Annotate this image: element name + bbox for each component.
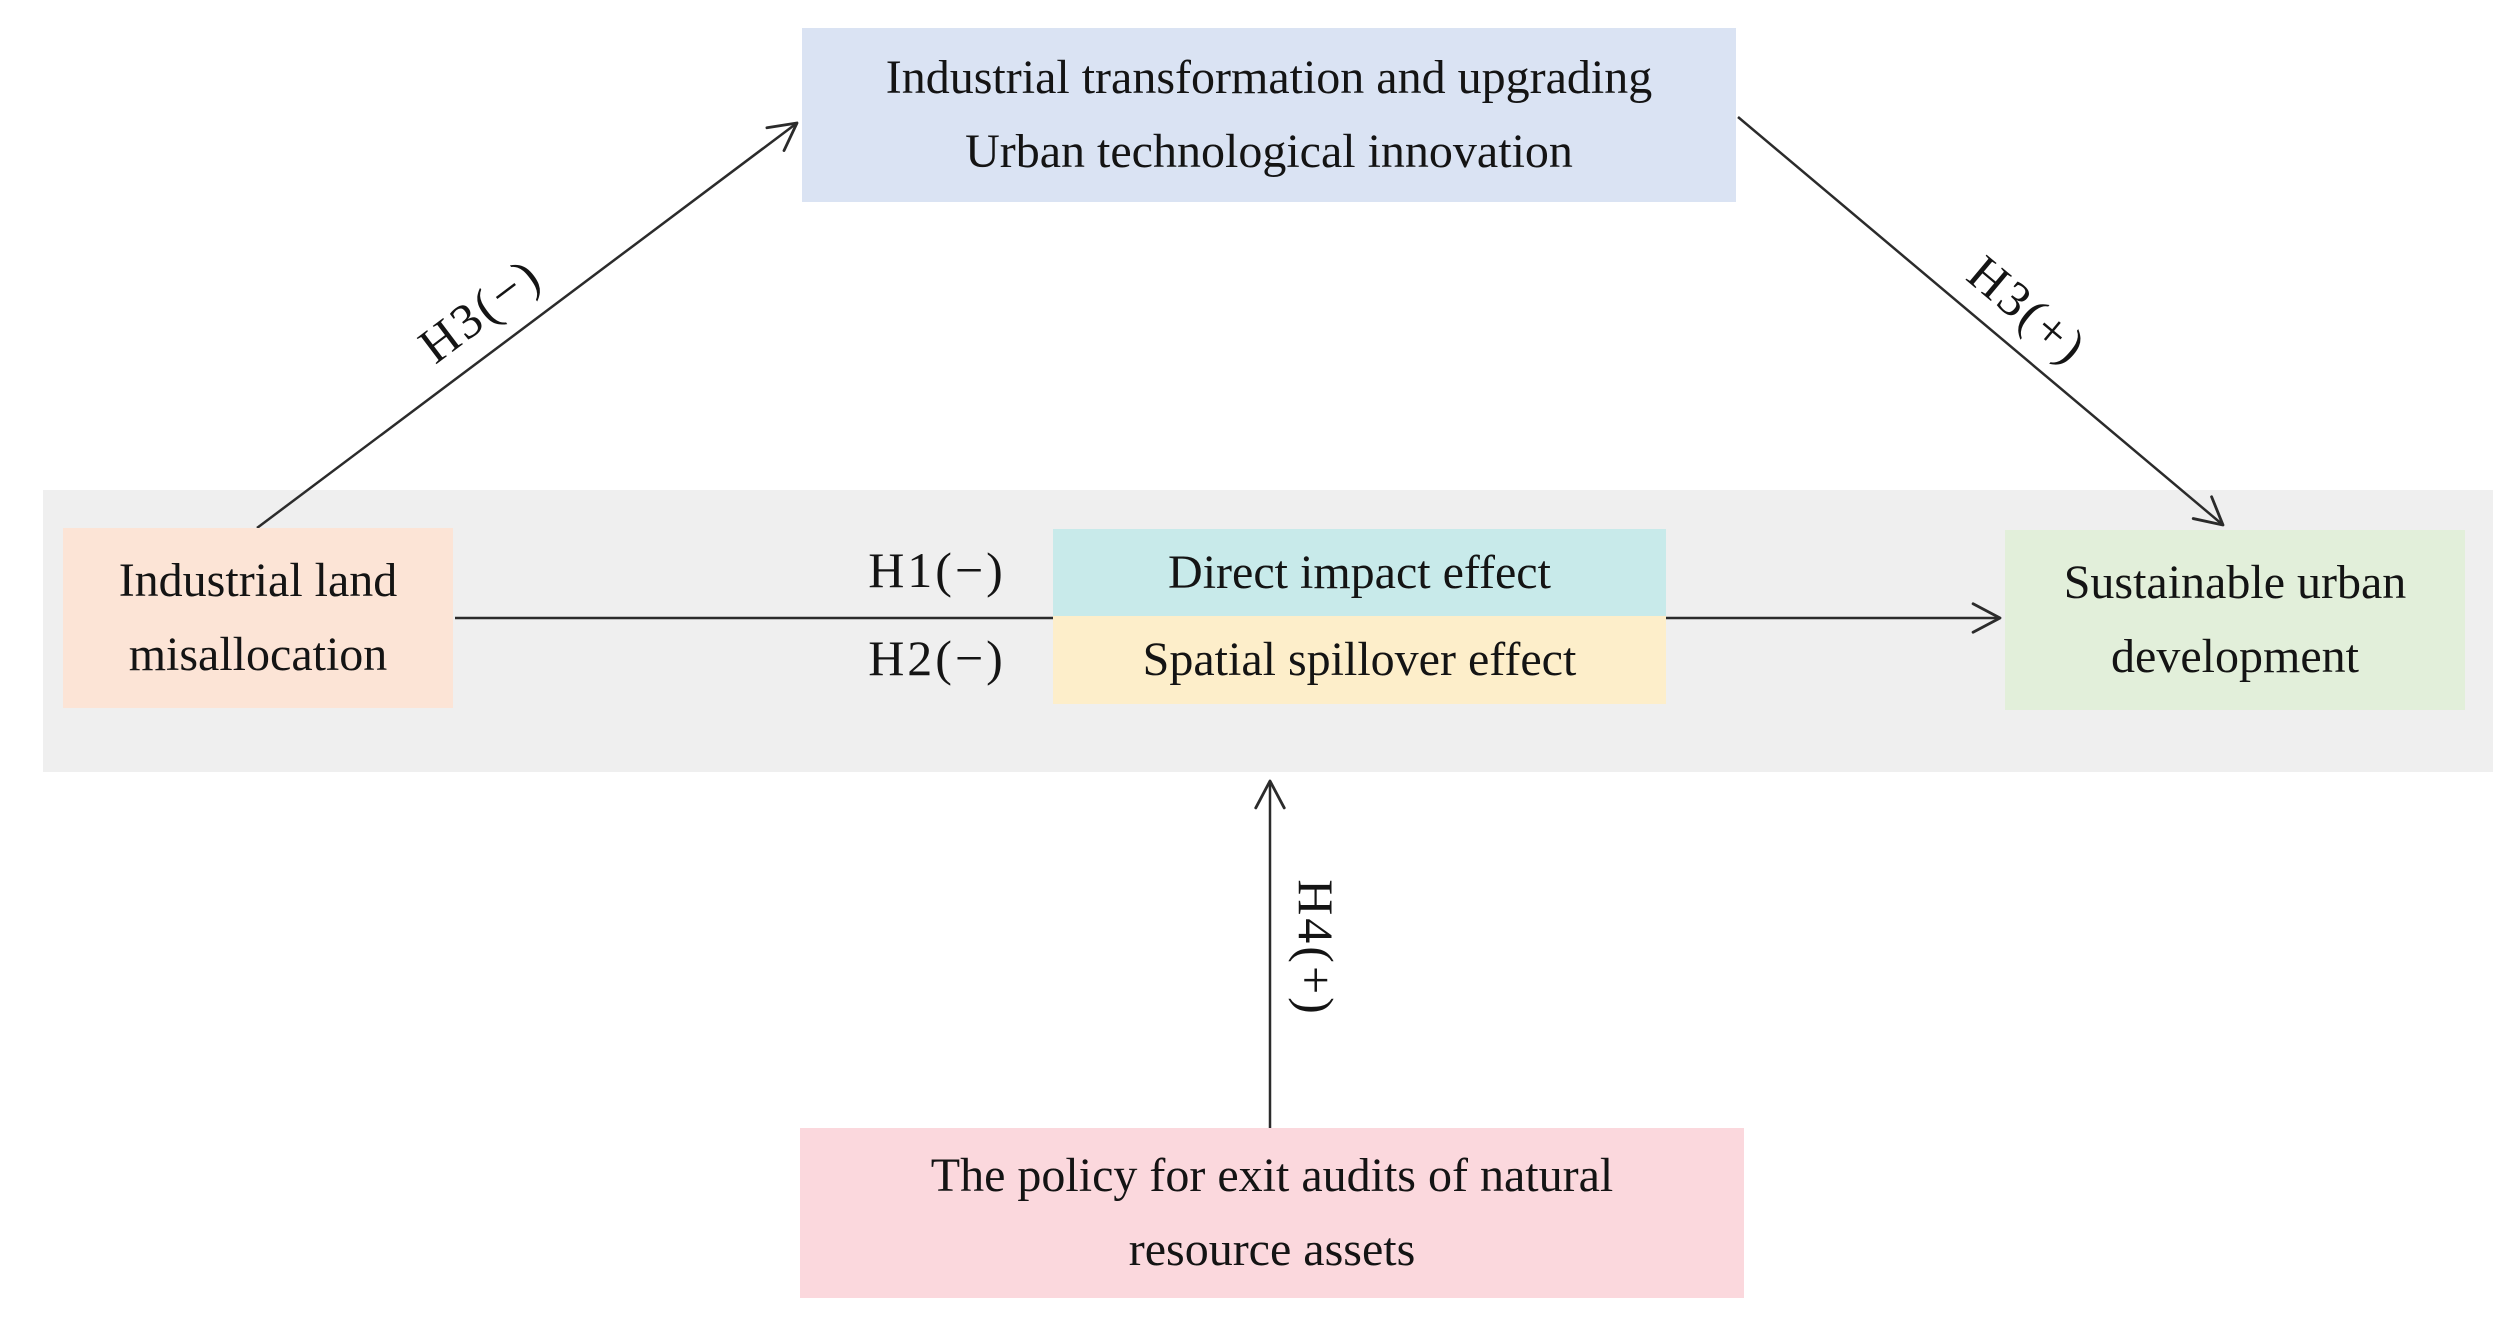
node-text-line: Industrial transformation and upgrading (885, 51, 1653, 104)
node-text-line: misallocation (128, 628, 388, 681)
node-exit-audit-policy: The policy for exit audits of natural re… (800, 1128, 1744, 1298)
label-h4: H4(+) (1288, 879, 1344, 1017)
node-direct-impact-effect: Direct impact effect (1053, 529, 1666, 616)
node-text-line: Sustainable urban (2063, 556, 2407, 609)
node-text-line: The policy for exit audits of natural (930, 1149, 1614, 1202)
node-text-line: Spatial spillover effect (1142, 633, 1577, 686)
label-h1: H1(−) (868, 542, 1006, 598)
node-text-line: Urban technological innovation (965, 125, 1573, 178)
node-text-line: Industrial land (118, 554, 398, 607)
node-text-line: development (2111, 630, 2359, 683)
node-text-line: Direct impact effect (1168, 545, 1551, 599)
arrow-h3-right-mediation (1737, 116, 2225, 527)
node-industrial-transformation: Industrial transformation and upgrading … (802, 28, 1736, 202)
node-industrial-land-misallocation: Industrial land misallocation (63, 528, 453, 708)
arrow-h3-left-mediation (256, 121, 799, 529)
node-spatial-spillover-effect: Spatial spillover effect (1053, 616, 1666, 704)
label-h2: H2(−) (868, 630, 1006, 686)
node-sustainable-urban-development: Sustainable urban development (2005, 530, 2465, 710)
node-text-line: resource assets (1128, 1223, 1416, 1276)
